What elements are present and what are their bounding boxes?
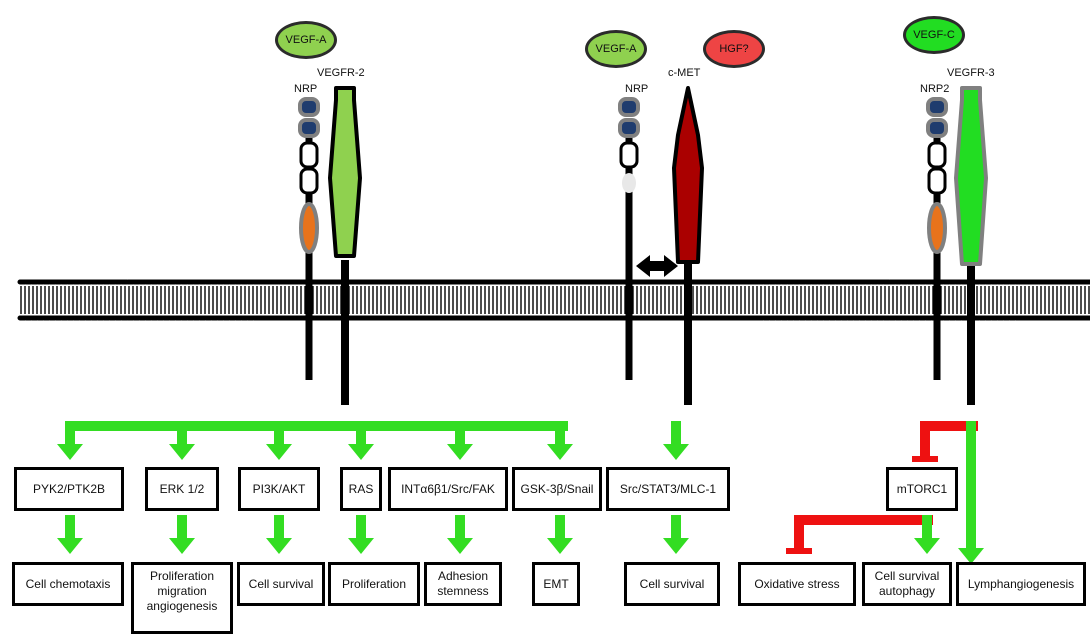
mediator-box: PI3K/AKT — [238, 467, 320, 511]
mtorc1-box: mTORC1 — [886, 467, 958, 511]
vegfr2-label: VEGFR-2 — [317, 67, 365, 79]
outcome-box: Proliferation — [328, 562, 420, 606]
outcome-box: Adhesion stemness — [424, 562, 502, 606]
outcome-box: EMT — [532, 562, 580, 606]
mediator-box: PYK2/PTK2B — [14, 467, 124, 511]
outcome-box: Oxidative stress — [738, 562, 856, 606]
mediator-box: ERK 1/2 — [145, 467, 219, 511]
mediator-box: INTα6β1/Src/FAK — [388, 467, 508, 511]
nrp-cmet-interaction-arrow — [636, 255, 678, 277]
outcome-box: Cell chemotaxis — [12, 562, 124, 606]
outcome-box: Cell survival — [237, 562, 325, 606]
nrp2-label: NRP2 — [920, 83, 950, 95]
cmet-signal-arrow — [663, 421, 689, 460]
nrp-mid-receptor — [618, 97, 640, 380]
vegfa-mid-ligand: VEGF-A — [585, 30, 647, 68]
vegfr2-receptor — [328, 86, 362, 405]
mediator-box: RAS — [340, 467, 382, 511]
nrp2-receptor — [926, 97, 948, 380]
nrp-left-label: NRP — [294, 83, 318, 95]
vegfr3-branch — [786, 421, 984, 564]
cell-membrane — [17, 279, 1090, 321]
outcome-box: Cell survival — [624, 562, 720, 606]
vegfr2-signal-arrows — [57, 421, 573, 460]
nrp-mid-label: NRP — [625, 83, 649, 95]
vegfr3-receptor — [954, 86, 988, 405]
outcome-box: Lymphangiogenesis — [956, 562, 1086, 606]
cmet-receptor — [672, 86, 704, 405]
outcome-arrows — [57, 515, 689, 554]
outcome-box: Cell survival autophagy — [862, 562, 952, 606]
mediator-box: Src/STAT3/MLC-1 — [606, 467, 730, 511]
vegfc-ligand: VEGF-C — [903, 16, 965, 54]
vegfa-left-ligand: VEGF-A — [275, 21, 337, 59]
cmet-label: c-MET — [668, 67, 701, 79]
vegfr3-label: VEGFR-3 — [947, 67, 995, 79]
outcome-box: Proliferation migration angiogenesis — [131, 562, 233, 634]
nrp-left-receptor — [298, 97, 320, 380]
hgf-ligand: HGF? — [703, 30, 765, 68]
mediator-box: GSK-3β/Snail — [512, 467, 602, 511]
